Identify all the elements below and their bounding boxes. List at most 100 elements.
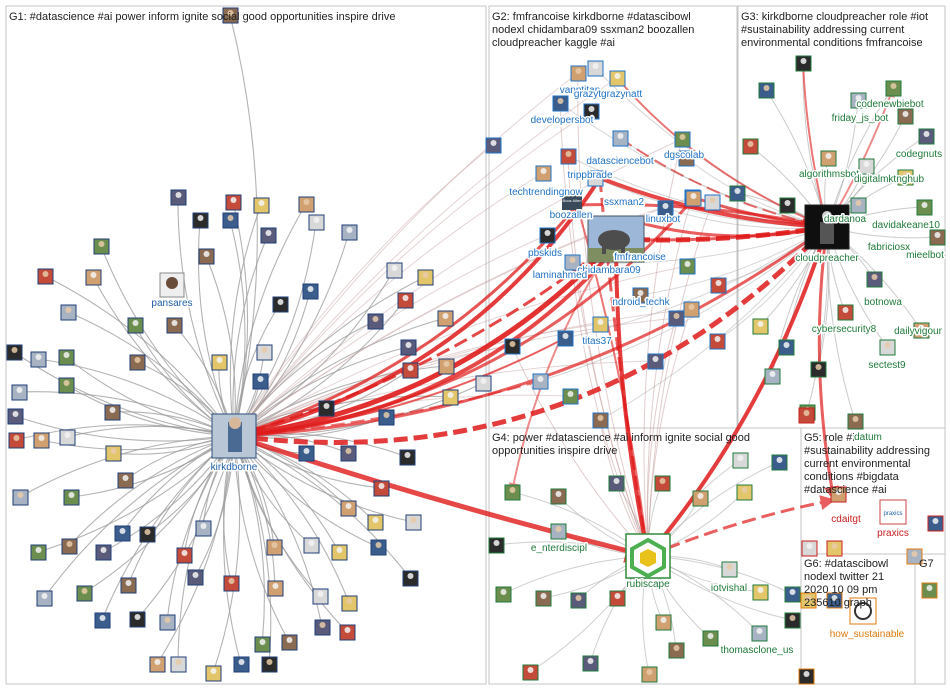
avatar-node[interactable] (583, 103, 600, 120)
node-label-friday_js_bot[interactable]: friday_js_bot (832, 113, 889, 124)
avatar-node[interactable] (570, 65, 587, 82)
avatar-node[interactable] (830, 486, 847, 503)
avatar-node[interactable] (784, 586, 801, 603)
avatar-node[interactable] (668, 310, 685, 327)
node-rubiscape[interactable] (625, 533, 671, 579)
avatar-node[interactable] (405, 514, 422, 531)
avatar-node[interactable] (678, 150, 695, 167)
avatar-node[interactable] (370, 539, 387, 556)
avatar-node[interactable] (784, 612, 801, 629)
avatar-node[interactable] (367, 514, 384, 531)
node-label-android_techk[interactable]: ndroid_techk (612, 297, 670, 308)
avatar-node[interactable] (225, 194, 242, 211)
node-label-developersbot[interactable]: developersbot (531, 115, 594, 126)
avatar-node[interactable] (609, 590, 626, 607)
avatar-node[interactable] (187, 569, 204, 586)
avatar-node[interactable] (340, 445, 357, 462)
avatar-node[interactable] (550, 488, 567, 505)
node-cloudpreacher[interactable] (804, 204, 850, 250)
avatar-node[interactable] (129, 354, 146, 371)
avatar-node[interactable] (36, 590, 53, 607)
node-label-digitalmktnghub[interactable]: digitalmktnghub (854, 174, 924, 185)
avatar-node[interactable] (535, 590, 552, 607)
avatar-node[interactable] (58, 349, 75, 366)
avatar-node[interactable] (437, 310, 454, 327)
node-label-cloudpreacher[interactable]: cloudpreacher (795, 253, 859, 264)
avatar-node[interactable] (921, 582, 938, 599)
avatar-node[interactable] (281, 634, 298, 651)
node-label-grazytgrazynatt[interactable]: grazytgrazynatt (574, 89, 643, 100)
avatar-node[interactable] (710, 277, 727, 294)
avatar-node[interactable] (260, 227, 277, 244)
avatar-node[interactable] (800, 592, 817, 609)
node-label-rubiscape[interactable]: rubiscape (626, 579, 670, 590)
node-label-praxics[interactable]: praxics (877, 528, 909, 539)
avatar-node[interactable] (222, 7, 239, 24)
avatar-node[interactable] (205, 665, 222, 682)
avatar-node[interactable] (885, 80, 902, 97)
avatar-node[interactable] (308, 214, 325, 231)
avatar-node[interactable] (37, 268, 54, 285)
node-label-cybersecurity8[interactable]: cybersecurity8 (812, 324, 877, 335)
avatar-node[interactable] (587, 60, 604, 77)
avatar-node[interactable] (655, 614, 672, 631)
avatar-node[interactable] (916, 199, 933, 216)
avatar-node[interactable] (927, 515, 944, 532)
avatar-node[interactable] (8, 432, 25, 449)
avatar-node[interactable] (341, 595, 358, 612)
avatar-node[interactable] (560, 148, 577, 165)
avatar-node[interactable] (211, 354, 228, 371)
node-label-botnowa[interactable]: botnowa (864, 297, 902, 308)
avatar-node[interactable] (104, 404, 121, 421)
node-label-vanntitan[interactable]: vanntitan (560, 85, 601, 96)
avatar-node[interactable] (552, 95, 569, 112)
avatar-node[interactable] (736, 484, 753, 501)
avatar-node[interactable] (657, 200, 674, 217)
avatar-node[interactable] (801, 540, 818, 557)
avatar-node[interactable] (11, 384, 28, 401)
node-label-how_sustainable[interactable]: how_sustainable (830, 629, 905, 640)
avatar-node[interactable] (778, 339, 795, 356)
avatar-node[interactable] (159, 614, 176, 631)
avatar-node[interactable] (668, 642, 685, 659)
avatar-node[interactable] (798, 407, 815, 424)
avatar-node[interactable] (587, 170, 604, 187)
node-label-trippbrade[interactable]: trippbrade (567, 170, 612, 181)
avatar-node[interactable] (858, 158, 875, 175)
avatar-node[interactable] (826, 540, 843, 557)
avatar-node[interactable] (647, 353, 664, 370)
node-label-laminahmed[interactable]: laminahmed (533, 270, 587, 281)
avatar-node[interactable] (298, 445, 315, 462)
node-label-dgscolab[interactable]: dgscolab (664, 150, 704, 161)
avatar-node[interactable] (139, 526, 156, 543)
avatar-node[interactable] (261, 656, 278, 673)
avatar-node[interactable] (129, 611, 146, 628)
avatar-node[interactable] (223, 575, 240, 592)
avatar-node[interactable] (60, 304, 77, 321)
avatar-node[interactable] (76, 585, 93, 602)
node-label-pbskids[interactable]: pbskids (528, 248, 562, 259)
node-label-chidambara09[interactable]: chidambara09 (577, 265, 641, 276)
avatar-node[interactable] (30, 544, 47, 561)
avatar-node[interactable] (820, 150, 837, 167)
avatar-node[interactable] (592, 316, 609, 333)
node-label-algorithmsbot[interactable]: algorithmsbot (799, 169, 859, 180)
node-label-codenewbiebot[interactable]: codenewbiebot (856, 99, 923, 110)
avatar-node[interactable] (752, 584, 769, 601)
avatar-node[interactable] (704, 194, 721, 211)
node-pansares[interactable] (159, 272, 185, 298)
avatar-node[interactable] (386, 262, 403, 279)
node-label-ssxman2[interactable]: ssxman2 (604, 197, 644, 208)
avatar-node[interactable] (850, 197, 867, 214)
avatar-node[interactable] (685, 190, 702, 207)
avatar-node[interactable] (913, 322, 930, 339)
avatar-node[interactable] (495, 586, 512, 603)
avatar-node[interactable] (331, 544, 348, 561)
avatar-node[interactable] (475, 375, 492, 392)
avatar-node[interactable] (539, 227, 556, 244)
avatar-node[interactable] (402, 362, 419, 379)
avatar-node[interactable] (732, 452, 749, 469)
avatar-node[interactable] (94, 612, 111, 629)
avatar-node[interactable] (30, 351, 47, 368)
avatar-node[interactable] (367, 313, 384, 330)
